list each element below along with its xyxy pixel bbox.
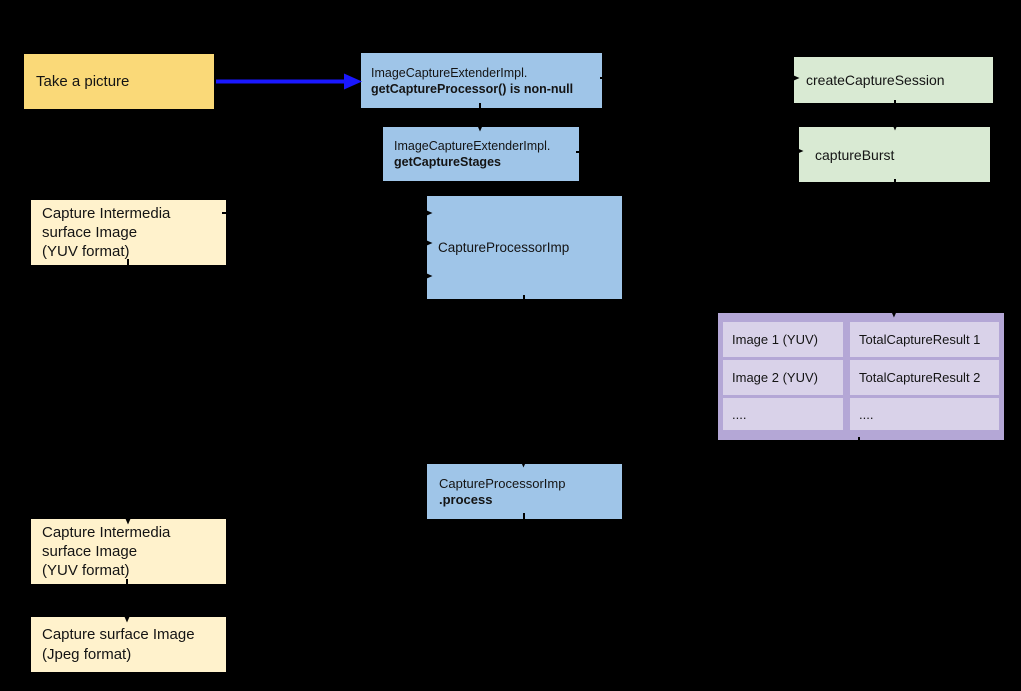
node-label-line2: surface Image [42, 224, 138, 241]
capture-result-table: Image 1 (YUV) TotalCaptureResult 1 Image… [718, 313, 1004, 440]
cell-text: TotalCaptureResult 2 [859, 370, 981, 385]
table-cell-result-1: TotalCaptureResult 1 [850, 322, 999, 357]
cell-text: Image 2 (YUV) [732, 370, 818, 385]
node-label-line3: (YUV format) [42, 243, 130, 260]
capture-processor-to-process-arrow [520, 294, 528, 468]
cell-text: .... [859, 406, 874, 422]
node-label-line2: getCaptureProcessor() is non-null [371, 81, 574, 96]
node-create-capture-session: createCaptureSession [794, 57, 993, 103]
node-label-line1: ImageCaptureExtenderImpl. [371, 65, 528, 80]
cell-text: TotalCaptureResult 1 [859, 332, 981, 347]
node-capture-processor-process: CaptureProcessorImp .process [427, 464, 622, 519]
node-label: Take a picture [36, 72, 130, 90]
table-cell-result-2: TotalCaptureResult 2 [850, 360, 999, 395]
node-capture-burst: captureBurst [799, 127, 990, 182]
node-label-line1: ImageCaptureExtenderImpl. [394, 139, 551, 153]
node-label-line2: .process [439, 491, 493, 507]
gcs-to-capture-burst-arrow [575, 147, 804, 155]
node-label: captureBurst [815, 146, 895, 163]
node-label-line1: Capture surface Image [42, 625, 195, 643]
node-capture-intermedia-surface-bottom: Capture Intermedia surface Image (YUV fo… [31, 519, 226, 584]
cell-text: .... [732, 406, 747, 422]
node-label-line2: (Jpeg format) [42, 645, 132, 663]
node-label-line3: (YUV format) [42, 562, 130, 579]
node-take-a-picture: Take a picture [24, 54, 214, 109]
table-cell-result-more: .... [850, 398, 999, 430]
node-label: createCaptureSession [806, 72, 945, 88]
table-cell-image-1: Image 1 (YUV) [723, 322, 843, 357]
node-label-line1: Capture Intermedia [42, 205, 171, 222]
node-label-line1: Capture Intermedia [42, 524, 171, 541]
node-label-line2: getCaptureStages [394, 155, 501, 169]
node-label-line2: surface Image [42, 543, 138, 560]
take-picture-to-get-capture-processor-arrow [216, 73, 362, 90]
table-cell-image-more: .... [723, 398, 843, 430]
table-cell-image-2: Image 2 (YUV) [723, 360, 843, 395]
node-label-line1: CaptureProcessorImp [439, 475, 566, 491]
node-capture-surface-jpeg: Capture surface Image (Jpeg format) [31, 617, 226, 672]
node-capture-intermedia-surface-top: Capture Intermedia surface Image (YUV fo… [31, 200, 226, 265]
cell-text: Image 1 (YUV) [732, 332, 818, 347]
node-capture-processor-imp: CaptureProcessorImp [427, 196, 622, 299]
node-label: CaptureProcessorImp [438, 239, 570, 255]
node-get-capture-stages: ImageCaptureExtenderImpl. getCaptureStag… [383, 127, 579, 181]
node-get-capture-processor: ImageCaptureExtenderImpl. getCaptureProc… [361, 53, 602, 108]
capture-burst-to-result-table-arrow [890, 178, 898, 318]
